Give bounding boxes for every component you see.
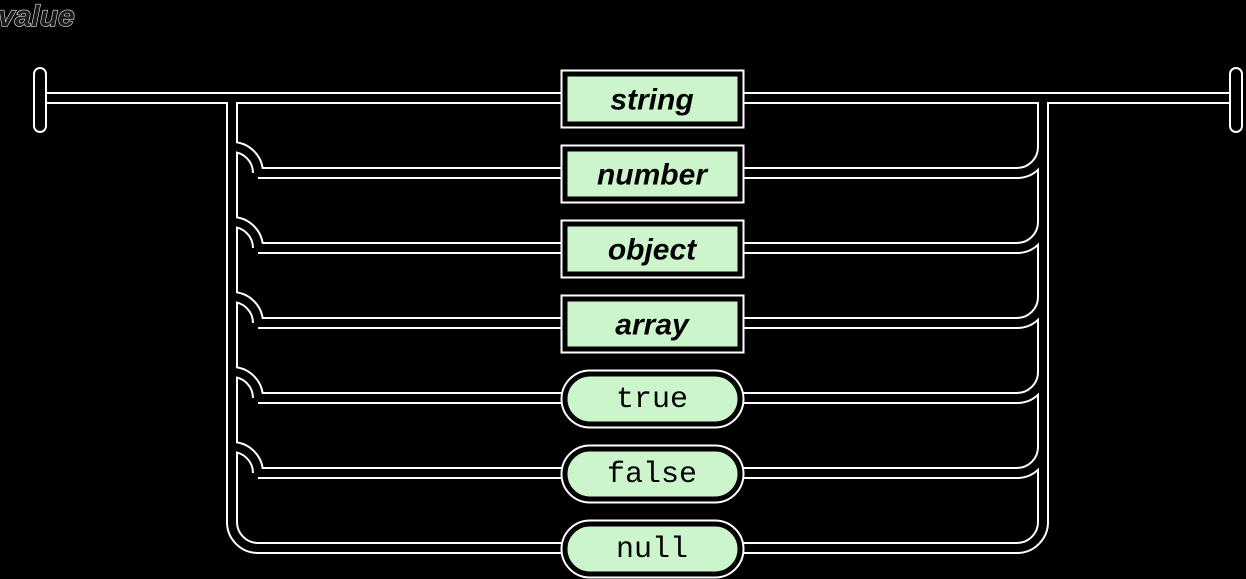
- array-label: array: [615, 309, 690, 342]
- false-box[interactable]: [562, 446, 743, 502]
- number-label: number: [597, 159, 709, 192]
- diagram-title: value: [0, 0, 75, 33]
- string-box[interactable]: [562, 71, 743, 127]
- array-box[interactable]: [562, 296, 743, 352]
- true-box[interactable]: [562, 371, 743, 427]
- string-label: string: [610, 84, 693, 117]
- true-label: true: [616, 383, 688, 417]
- alternative-number[interactable]: number: [560, 144, 745, 204]
- alternative-object[interactable]: object: [560, 219, 745, 279]
- false-label: false: [607, 458, 697, 492]
- track-core-layer: [40, 94, 1236, 552]
- object-label: object: [608, 234, 698, 267]
- alternative-false[interactable]: false: [560, 444, 745, 504]
- object-box[interactable]: [562, 221, 743, 277]
- alternative-string[interactable]: string: [560, 69, 745, 129]
- alternative-array[interactable]: array: [560, 294, 745, 354]
- null-box[interactable]: [562, 521, 743, 577]
- null-label: null: [616, 533, 688, 567]
- alternative-true[interactable]: true: [560, 369, 745, 429]
- number-box[interactable]: [562, 146, 743, 202]
- alternative-null[interactable]: null: [560, 519, 745, 579]
